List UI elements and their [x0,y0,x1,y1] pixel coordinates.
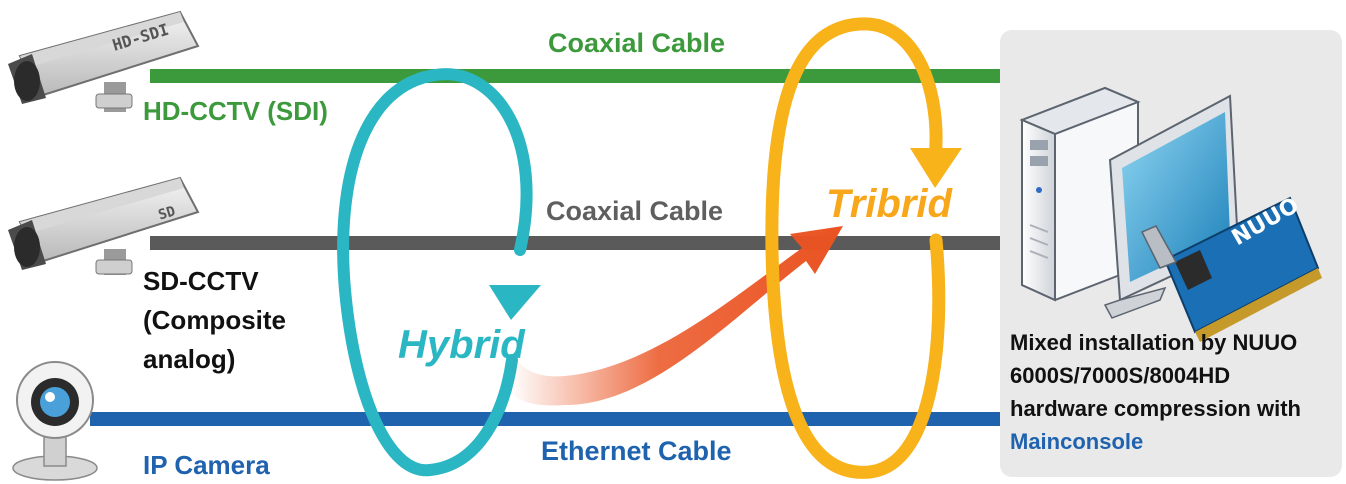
mainconsole-link[interactable]: Mainconsole [1010,429,1144,454]
tribrid-ring-arrowhead [910,148,962,188]
hd-camera-icon: HD-SDI [8,10,200,112]
server-description-line-2: 6000S/7000S/8004HD [1010,363,1231,388]
ip-cable-label: Ethernet Cable [541,436,732,466]
sd-camera-label-line-1: SD-CCTV [143,266,259,296]
server-description: Mixed installation by NUUO 6000S/7000S/8… [1010,326,1340,458]
hybrid-ring-arrowhead [489,285,541,320]
tribrid-label: Tribrid [826,182,952,226]
tribrid-ring [765,17,962,479]
server-description-line-3: hardware compression with [1010,396,1301,421]
upgrade-arrow [510,226,843,406]
server-description-line-1: Mixed installation by NUUO [1010,330,1298,355]
sd-cable-label: Coaxial Cable [546,196,724,226]
sd-camera-badge: SD [157,203,178,223]
hybrid-label: Hybrid [398,323,525,367]
ip-camera-label: IP Camera [143,450,270,480]
hybrid-ring [337,68,541,477]
webcam-icon [12,361,98,481]
sd-camera-label-line-2: (Composite [143,305,286,335]
sd-camera-icon: SD [8,176,200,275]
hd-camera-label: HD-CCTV (SDI) [143,96,328,126]
sd-camera-label-line-3: analog) [143,344,236,374]
hd-cable-label: Coaxial Cable [548,28,726,58]
